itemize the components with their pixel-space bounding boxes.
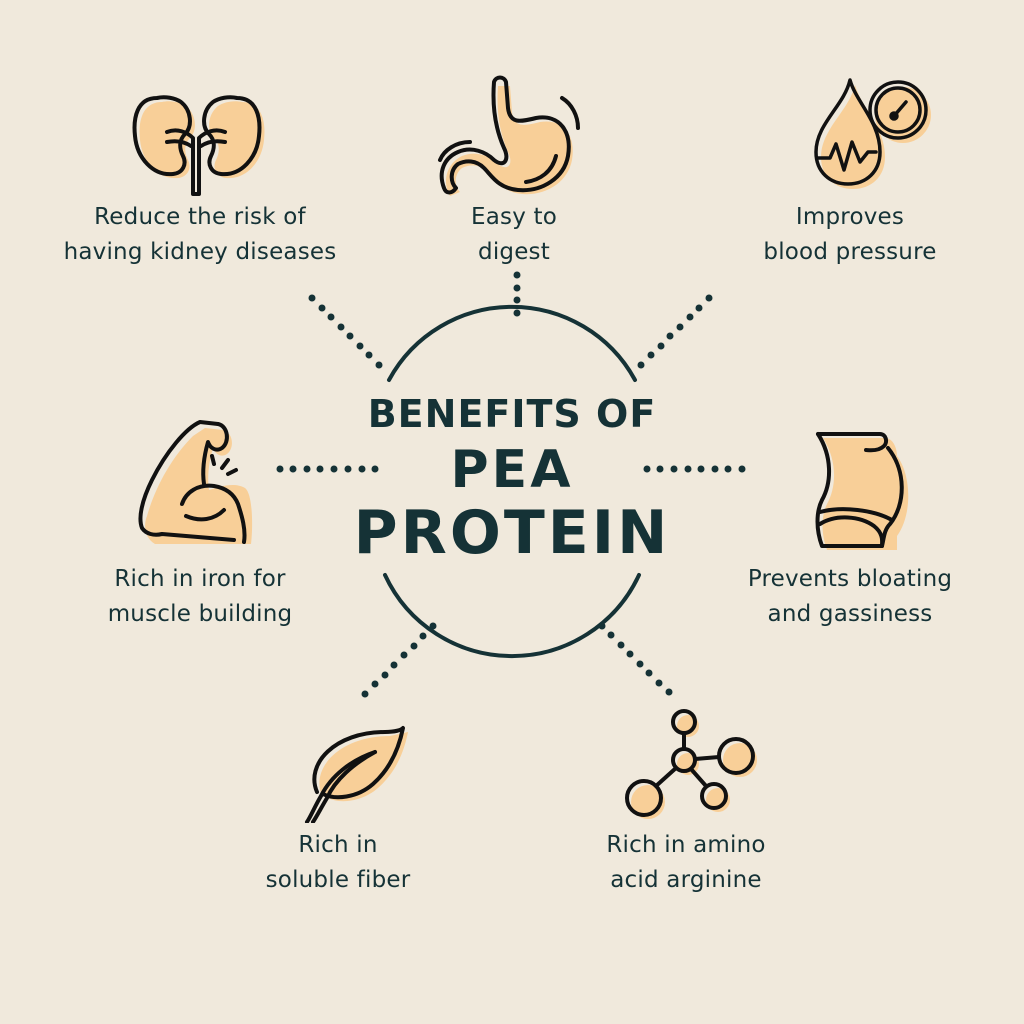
benefit-kidney-line1: Reduce the risk of <box>94 204 306 230</box>
benefit-arginine-line1: Rich in amino <box>606 832 766 858</box>
connector-bloating <box>643 465 746 473</box>
benefit-digest-line2: digest <box>478 239 550 265</box>
title-line-2: PEA <box>450 440 574 500</box>
flexed-bicep-icon <box>138 420 253 544</box>
belly-icon <box>815 432 909 550</box>
molecule-icon <box>625 709 757 819</box>
benefit-label-blood-pressure: Improves blood pressure <box>763 200 936 270</box>
benefit-muscle-line2: muscle building <box>107 601 293 627</box>
benefit-digest-line1: Easy to <box>470 204 558 230</box>
dotted-connectors <box>276 271 746 698</box>
kidney-icon <box>132 95 265 196</box>
blood-pressure-icon <box>814 78 931 189</box>
benefit-fiber-line2: soluble fiber <box>265 867 411 893</box>
connector-arginine <box>598 622 673 696</box>
benefit-label-digest: Easy to digest <box>471 200 557 270</box>
benefit-arginine-line2: acid arginine <box>610 867 762 893</box>
benefit-label-fiber: Rich in soluble fiber <box>266 828 411 898</box>
benefit-fiber-line1: Rich in <box>298 832 378 858</box>
benefit-label-kidney: Reduce the risk of having kidney disease… <box>64 200 337 270</box>
connector-muscle <box>276 465 379 473</box>
benefit-label-bloating: Prevents bloating and gassiness <box>748 562 952 632</box>
benefit-label-muscle: Rich in iron for muscle building <box>108 562 293 632</box>
benefit-blood-pressure-line1: Improves <box>795 204 905 230</box>
benefit-bloating-line2: and gassiness <box>767 601 933 627</box>
center-circle <box>383 304 641 659</box>
title-line-3: PROTEIN <box>353 498 671 568</box>
connector-digest <box>513 271 521 317</box>
benefit-blood-pressure-line2: blood pressure <box>763 239 937 265</box>
benefit-bloating-line1: Prevents bloating <box>747 566 953 592</box>
connector-kidney <box>308 294 383 369</box>
connector-blood-pressure <box>637 294 713 369</box>
benefit-muscle-line1: Rich in iron for <box>114 566 286 592</box>
title-line-1: BENEFITS OF <box>367 392 657 436</box>
benefit-label-arginine: Rich in amino acid arginine <box>606 828 765 898</box>
leaf-icon <box>305 726 408 823</box>
stomach-icon <box>438 75 580 196</box>
benefit-kidney-line2: having kidney diseases <box>63 239 337 265</box>
connector-fiber <box>361 622 437 698</box>
